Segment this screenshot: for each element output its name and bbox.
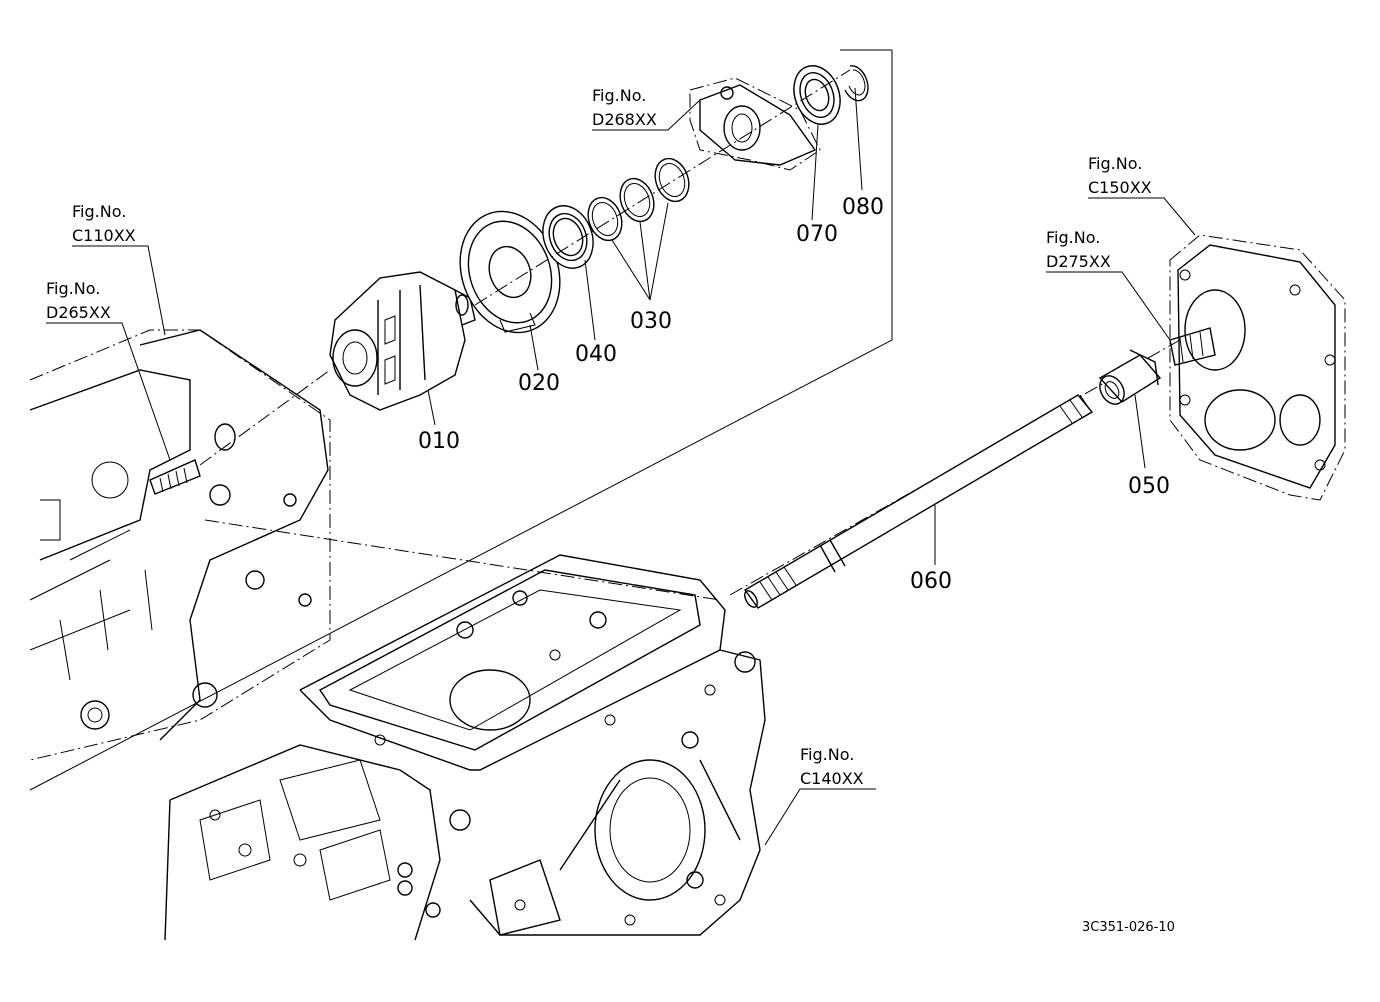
part-label-060: 060 xyxy=(910,569,952,594)
fig-label-d268: Fig.No. xyxy=(592,86,646,105)
snap-ring-080 xyxy=(844,65,869,102)
left-transmission-case xyxy=(29,329,331,761)
fig-code-c110: C110XX xyxy=(72,226,136,245)
fig-code-d265: D265XX xyxy=(46,303,111,322)
leader-070 xyxy=(811,124,819,221)
fig-code-d275: D275XX xyxy=(1046,252,1111,271)
leader-c110 xyxy=(72,245,166,336)
collar-050 xyxy=(1098,349,1162,405)
differential-case-010 xyxy=(329,271,476,411)
figure-reference-labels: Fig.No. C110XX Fig.No. D265XX Fig.No. D2… xyxy=(46,86,1152,788)
bearing-040 xyxy=(542,205,594,269)
leader-d275 xyxy=(1046,271,1171,341)
snap-ring xyxy=(214,423,236,451)
part-label-080: 080 xyxy=(842,195,884,220)
part-number-labels: 010 020 040 030 070 080 050 060 xyxy=(418,195,1170,594)
leader-d265 xyxy=(46,322,171,461)
fig-label-c150: Fig.No. xyxy=(1088,154,1142,173)
fig-code-c140: C140XX xyxy=(800,769,864,788)
diagram-code: 3C351-026-10 xyxy=(1082,920,1175,935)
leader-020 xyxy=(529,324,539,371)
part-label-040: 040 xyxy=(575,342,617,367)
leader-lines xyxy=(46,87,1196,846)
assembly-axis-lines xyxy=(29,49,1181,791)
part-label-050: 050 xyxy=(1128,474,1170,499)
fig-label-d275: Fig.No. xyxy=(1046,228,1100,247)
leader-010 xyxy=(427,389,436,426)
right-cover xyxy=(1169,234,1346,501)
leader-080 xyxy=(854,87,863,191)
main-housing xyxy=(164,554,766,941)
leader-d268 xyxy=(592,99,701,131)
part-label-030: 030 xyxy=(630,309,672,334)
fig-label-d265: Fig.No. xyxy=(46,279,100,298)
fig-label-c110: Fig.No. xyxy=(72,202,126,221)
leader-c150 xyxy=(1088,197,1196,236)
leader-050 xyxy=(1134,394,1146,469)
leader-040 xyxy=(584,259,596,341)
shaft-060 xyxy=(743,394,1094,609)
ring-gear-020 xyxy=(459,210,561,334)
fig-code-d268: D268XX xyxy=(592,110,657,129)
shims-030 xyxy=(587,157,690,242)
bearing-070 xyxy=(793,65,841,125)
leader-c140 xyxy=(764,788,876,846)
fig-label-c140: Fig.No. xyxy=(800,745,854,764)
bearing-holder xyxy=(689,77,821,171)
leader-030 xyxy=(611,202,669,301)
input-spline-shaft xyxy=(149,459,201,495)
part-label-010: 010 xyxy=(418,429,460,454)
fig-code-c150: C150XX xyxy=(1088,178,1152,197)
part-label-020: 020 xyxy=(518,371,560,396)
part-label-070: 070 xyxy=(796,222,838,247)
